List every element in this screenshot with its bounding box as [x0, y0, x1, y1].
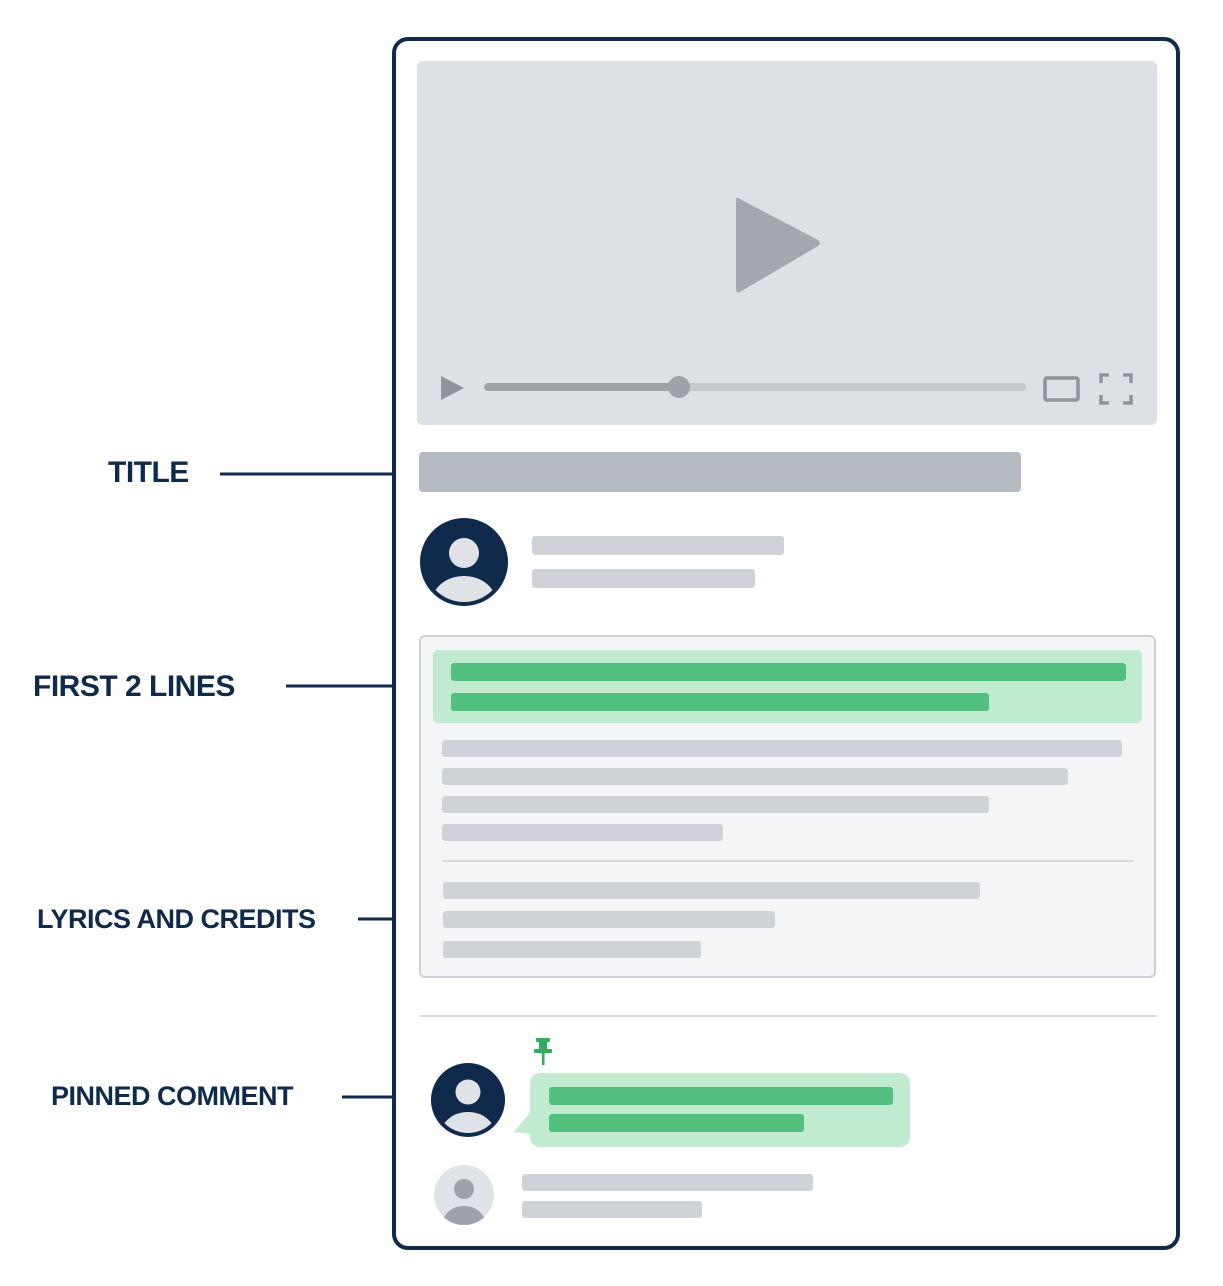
description-line [442, 740, 1122, 757]
description-divider [442, 860, 1134, 862]
title-annotation-label: TITLE [108, 456, 189, 489]
video-title-placeholder [419, 452, 1021, 492]
description-line [442, 824, 723, 841]
channel-name-placeholder [532, 536, 784, 555]
description-line [442, 796, 989, 813]
subscriber-count-placeholder [532, 569, 755, 588]
pinned-comment-bubble-tail [514, 1110, 532, 1134]
lyrics-credits-annotation-label: LYRICS AND CREDITS [37, 904, 316, 934]
pin-icon [534, 1038, 552, 1065]
theater-mode-icon[interactable] [1042, 374, 1082, 404]
video-progress-track[interactable] [484, 383, 1026, 391]
comments-divider [420, 1015, 1157, 1017]
small-play-icon[interactable] [438, 373, 468, 403]
lyrics-credits-line [443, 911, 775, 928]
description-line-1 [451, 663, 1126, 681]
pinned-comment-bubble [530, 1073, 910, 1147]
avatar-icon[interactable] [420, 518, 508, 606]
video-progress-knob[interactable] [668, 376, 691, 398]
description-line [442, 768, 1068, 785]
play-icon[interactable] [730, 190, 830, 300]
first-two-lines-annotation-label: FIRST 2 LINES [33, 670, 235, 703]
pinned-comment-annotation-label: PINNED COMMENT [51, 1081, 294, 1111]
comment-line [522, 1201, 702, 1218]
comment-line [522, 1174, 813, 1191]
video-progress-fill [484, 383, 680, 391]
avatar-icon[interactable] [431, 1063, 505, 1137]
fullscreen-icon[interactable] [1098, 372, 1134, 406]
avatar-icon[interactable] [434, 1165, 494, 1225]
pinned-comment-line-1 [549, 1087, 893, 1105]
first-two-lines-highlight [433, 650, 1142, 723]
lyrics-credits-line [443, 882, 980, 899]
lyrics-credits-line [443, 941, 701, 958]
pinned-comment-line-2 [549, 1114, 804, 1132]
description-line-2 [451, 693, 989, 711]
